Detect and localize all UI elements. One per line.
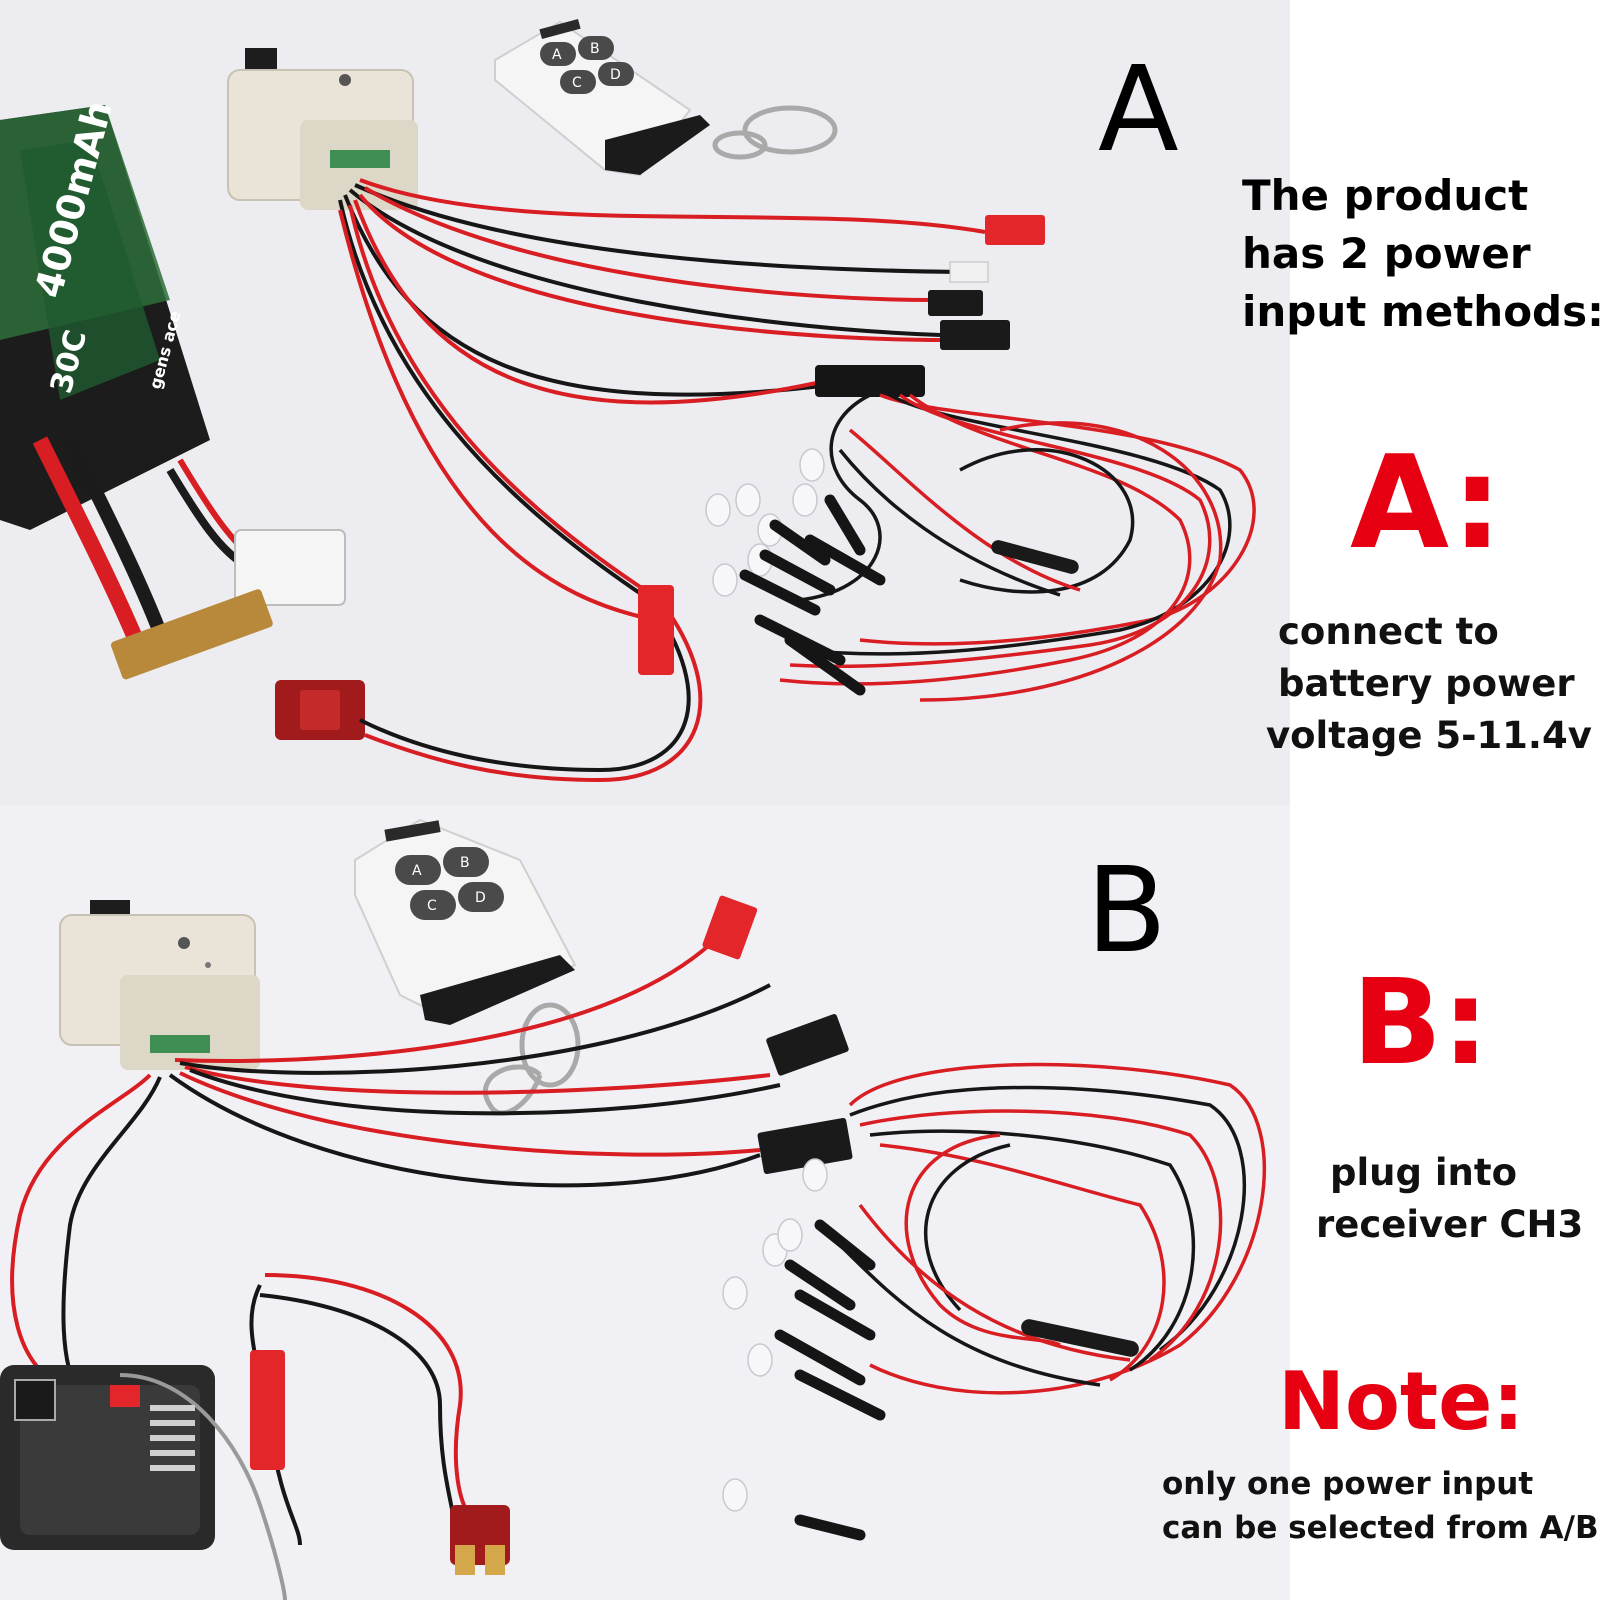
- remote-key-b: B: [590, 41, 600, 57]
- remote-transmitter-b: A B C D: [354, 818, 581, 1116]
- rc-receiver: [0, 1365, 287, 1600]
- info-panel: [1290, 0, 1600, 1600]
- wire-harness-a: [338, 178, 986, 783]
- intro-line-1: The product: [1242, 171, 1529, 220]
- remote-key-b-c: C: [427, 898, 437, 914]
- led-bundle-b: [838, 1062, 1266, 1395]
- jst-inline-connector-a: [638, 585, 674, 675]
- servo-connector-b1: [766, 1014, 849, 1076]
- remote-transmitter: A B C D: [494, 18, 838, 177]
- remote-key-b-d: D: [475, 890, 486, 906]
- t-plug-connector-b: [450, 1505, 510, 1575]
- servo-connector-a2: [940, 320, 1010, 350]
- remote-key-c: C: [572, 75, 582, 91]
- photo-a-label: A: [1098, 40, 1179, 178]
- jst-inline-connector-b: [250, 1350, 285, 1470]
- product-photo-a: 4000mAh 30C gens ace: [0, 0, 1290, 805]
- servo-connector-b2: [757, 1117, 853, 1175]
- method-a-desc-3: voltage 5-11.4v: [1266, 714, 1592, 757]
- note-desc-2: can be selected from A/B: [1162, 1510, 1599, 1546]
- intro-line-3: input methods:: [1242, 287, 1600, 336]
- method-b-heading: B:: [1352, 953, 1490, 1091]
- led-bulbs-a: [705, 448, 1079, 696]
- servo-connector-a1: [928, 290, 983, 316]
- lipo-battery: 4000mAh 30C gens ace: [0, 96, 365, 740]
- method-a-heading: A:: [1350, 429, 1503, 578]
- receiver-module: [227, 48, 418, 210]
- remote-key-a: A: [552, 47, 562, 63]
- note-heading: Note:: [1278, 1355, 1525, 1448]
- jst-connector-a: [985, 215, 1045, 245]
- led-bundle-a: [779, 365, 1256, 702]
- intro-line-2: has 2 power: [1242, 229, 1531, 278]
- method-a-desc-1: connect to: [1278, 610, 1499, 653]
- photo-b-label: B: [1086, 841, 1167, 979]
- remote-key-b-b: B: [460, 855, 470, 871]
- photo-a-illustration: 4000mAh 30C gens ace: [0, 18, 1256, 783]
- balance-connector: [234, 529, 346, 606]
- product-photo-b: A B C D: [0, 805, 1290, 1600]
- note-desc-1: only one power input: [1162, 1466, 1534, 1502]
- led-bulbs-b: [722, 1158, 1139, 1541]
- jst-connector-b: [702, 895, 758, 960]
- method-b-desc-2: receiver CH3: [1316, 1203, 1584, 1246]
- photo-b-illustration: A B C D: [0, 818, 1266, 1600]
- remote-key-d: D: [610, 67, 621, 83]
- remote-key-b-a: A: [412, 863, 422, 879]
- receiver-module-b: [59, 900, 260, 1070]
- method-a-desc-2: battery power: [1278, 662, 1575, 705]
- wire-harness-b: [10, 933, 781, 1546]
- method-b-desc-1: plug into: [1330, 1151, 1518, 1194]
